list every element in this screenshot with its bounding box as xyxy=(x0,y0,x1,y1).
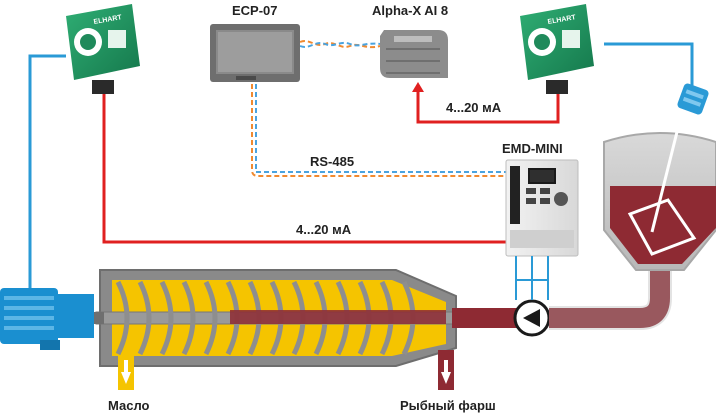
rs485-label: RS-485 xyxy=(310,154,354,169)
auger-flight xyxy=(203,280,218,356)
analog-line-top-arrow xyxy=(412,82,424,92)
analog-line-top xyxy=(416,90,560,124)
conveyor-motor xyxy=(0,288,104,350)
auger-flight xyxy=(115,280,130,356)
analog-line-bottom xyxy=(102,94,506,244)
left-sensor-brand: ELHART xyxy=(93,14,123,26)
pump xyxy=(513,299,551,337)
auger-flight xyxy=(181,280,196,356)
oil-outlet-arrow-icon xyxy=(121,372,131,384)
mixer-motor xyxy=(677,83,709,115)
pump-direction-icon xyxy=(523,309,540,327)
outlet-pipe xyxy=(452,308,520,328)
alpha-x-module xyxy=(380,30,448,78)
left-current-sensor: ELHART xyxy=(66,4,140,94)
left-sensor-cable xyxy=(28,54,66,302)
screw-conveyor xyxy=(95,269,457,367)
auger-flight xyxy=(137,280,152,356)
alpha-x-label: Alpha-X AI 8 xyxy=(372,3,448,18)
oil-outlet xyxy=(118,356,134,390)
right-sensor-cable xyxy=(604,42,694,86)
mince-outlet-arrow-icon xyxy=(441,372,451,384)
auger-flight xyxy=(159,280,174,356)
oil-label: Масло xyxy=(108,398,150,413)
rs485-link-a xyxy=(251,84,517,190)
product-band xyxy=(230,310,446,324)
analog-top-label: 4...20 мА xyxy=(446,100,502,115)
emd-mini-drive xyxy=(505,159,579,300)
rs485-link-top-a xyxy=(299,40,381,49)
mixing-tank xyxy=(603,83,716,271)
rs485-link-top-b xyxy=(299,41,381,48)
analog-bottom-label: 4...20 мА xyxy=(296,222,352,237)
right-sensor-brand: ELHART xyxy=(547,14,577,26)
emd-mini-label: EMD-MINI xyxy=(502,141,563,156)
ecp-07-label: ECP-07 xyxy=(232,3,278,18)
mince-outlet xyxy=(438,350,454,390)
tank-feed-pipe xyxy=(549,270,670,328)
right-current-sensor: ELHART xyxy=(520,4,594,94)
mixer-shaft xyxy=(650,111,684,233)
mince-label: Рыбный фарш xyxy=(400,398,496,413)
mixer-paddle xyxy=(627,198,697,256)
tank-content xyxy=(610,186,716,264)
ecp-07-panel xyxy=(210,24,300,82)
